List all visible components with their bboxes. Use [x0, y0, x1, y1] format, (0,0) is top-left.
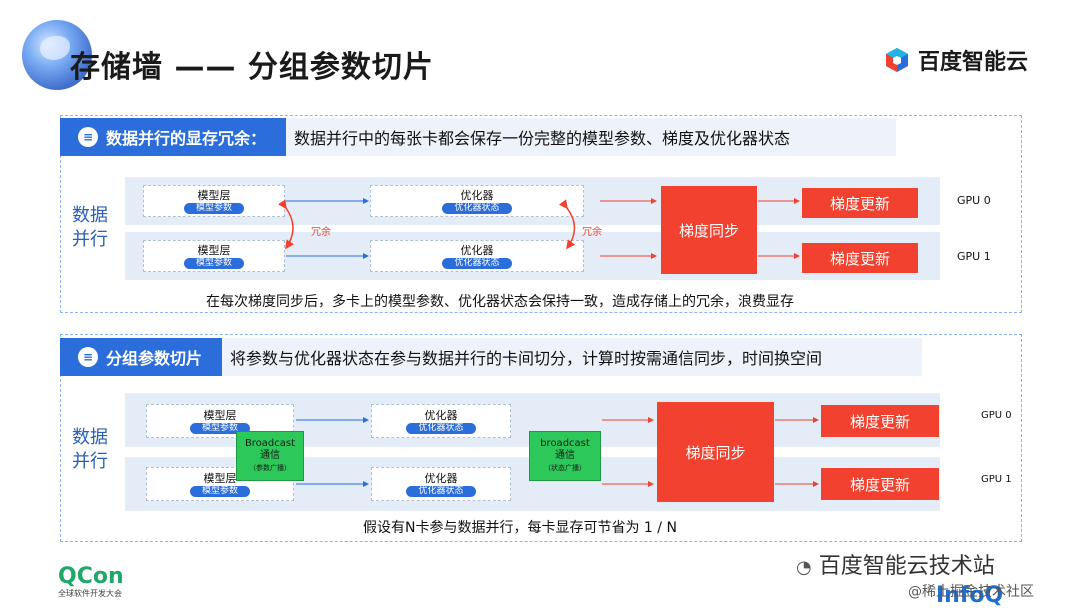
gradient-update-block: 梯度更新 [821, 468, 939, 500]
optimizer-state-pill: 优化器状态 [442, 257, 512, 269]
model-params-pill: 模型参数 [189, 485, 250, 497]
broadcast-comm-label: 通信 [260, 450, 280, 461]
gradient-sync-block: 梯度同步 [657, 402, 774, 502]
section1-description: 数据并行中的每张卡都会保存一份完整的模型参数、梯度及优化器状态 [286, 118, 896, 156]
qcon-logo: QCon 全球软件开发大会 [58, 566, 124, 599]
optimizer-box: 优化器 优化器状态 [370, 240, 584, 272]
section1-caption: 在每次梯度同步后，多卡上的模型参数、优化器状态会保持一致，造成存储上的冗余，浪费… [206, 294, 794, 310]
broadcast-note: （参数广播） [249, 464, 291, 472]
redundant-label: 冗余 [311, 227, 331, 238]
gradient-update-block: 梯度更新 [802, 243, 918, 273]
side-label-line2: 并行 [72, 451, 108, 472]
gradient-update-block: 梯度更新 [802, 188, 918, 218]
gradient-sync-block: 梯度同步 [661, 186, 757, 274]
side-label-line1: 数据 [72, 427, 108, 448]
model-layer-box: 模型层 模型参数 [143, 185, 285, 217]
side-label-line2: 并行 [72, 229, 108, 250]
model-layer-title: 模型层 [203, 471, 237, 485]
model-layer-title: 模型层 [203, 408, 237, 422]
section2-tag-label: 分组参数切片 [106, 349, 203, 368]
broadcast-label: Broadcast [244, 438, 296, 449]
side-label-line1: 数据 [72, 205, 108, 226]
qcon-subtitle: 全球软件开发大会 [58, 589, 122, 598]
optimizer-box: 优化器 优化器状态 [371, 404, 511, 438]
database-icon: ≡ [78, 127, 98, 147]
section2-header: ≡ 分组参数切片 将参数与优化器状态在参与数据并行的卡间切分，计算时按需通信同步… [60, 338, 922, 376]
broadcast-label: broadcast [540, 438, 590, 449]
optimizer-state-pill: 优化器状态 [406, 485, 476, 497]
section1-tag: ≡ 数据并行的显存冗余： [60, 118, 286, 156]
model-params-pill: 模型参数 [183, 202, 244, 214]
model-layer-box: 模型层 模型参数 [143, 240, 285, 272]
gpu1-label: GPU 1 [981, 474, 1012, 485]
model-layer-title: 模型层 [197, 243, 231, 257]
watermark-wechat: ◔ 百度智能云技术站 [796, 548, 995, 580]
watermark-text: 百度智能云技术站 [818, 554, 995, 579]
optimizer-state-pill: 优化器状态 [442, 202, 512, 214]
gpu0-label: GPU 0 [981, 410, 1012, 421]
cube-icon [884, 47, 910, 73]
watermark-juejin: @稀土掘金技术社区 [908, 584, 1034, 600]
section2-caption: 假设有N卡参与数据并行，每卡显存可节省为 1 / N [363, 520, 677, 536]
model-params-pill: 模型参数 [189, 422, 250, 434]
model-params-pill: 模型参数 [183, 257, 244, 269]
optimizer-box: 优化器 优化器状态 [371, 467, 511, 501]
optimizer-box: 优化器 优化器状态 [370, 185, 584, 217]
section2-side-label: 数据 并行 [70, 426, 110, 474]
section1-header: ≡ 数据并行的显存冗余： 数据并行中的每张卡都会保存一份完整的模型参数、梯度及优… [60, 118, 896, 156]
section2-tag: ≡ 分组参数切片 [60, 338, 222, 376]
redundant-label: 冗余 [582, 227, 602, 238]
optimizer-title: 优化器 [424, 471, 458, 485]
section2-description: 将参数与优化器状态在参与数据并行的卡间切分，计算时按需通信同步，时间换空间 [222, 338, 922, 376]
broadcast-comm-label: 通信 [555, 450, 575, 461]
optimizer-title: 优化器 [460, 188, 494, 202]
broadcast-note: （状态广播） [544, 464, 586, 472]
section1-tag-label: 数据并行的显存冗余： [106, 129, 267, 148]
database-icon: ≡ [78, 347, 98, 367]
wechat-icon: ◔ [796, 557, 812, 578]
brand-logo: 百度智能云 [884, 44, 1028, 76]
gpu1-label: GPU 1 [957, 250, 991, 263]
slide-title: 存储墙 —— 分组参数切片 [70, 50, 434, 85]
optimizer-title: 优化器 [460, 243, 494, 257]
infoq-logo: InfoQ [936, 583, 1004, 608]
broadcast-params-block: Broadcast 通信 （参数广播） [236, 431, 304, 481]
gradient-update-block: 梯度更新 [821, 405, 939, 437]
optimizer-state-pill: 优化器状态 [406, 422, 476, 434]
optimizer-title: 优化器 [424, 408, 458, 422]
broadcast-state-block: broadcast 通信 （状态广播） [529, 431, 601, 481]
brand-name: 百度智能云 [918, 50, 1029, 75]
section1-side-label: 数据 并行 [70, 204, 110, 252]
globe-land-decoration [40, 36, 70, 60]
qcon-text: QCon [58, 564, 124, 589]
gpu0-label: GPU 0 [957, 194, 991, 207]
model-layer-title: 模型层 [197, 188, 231, 202]
